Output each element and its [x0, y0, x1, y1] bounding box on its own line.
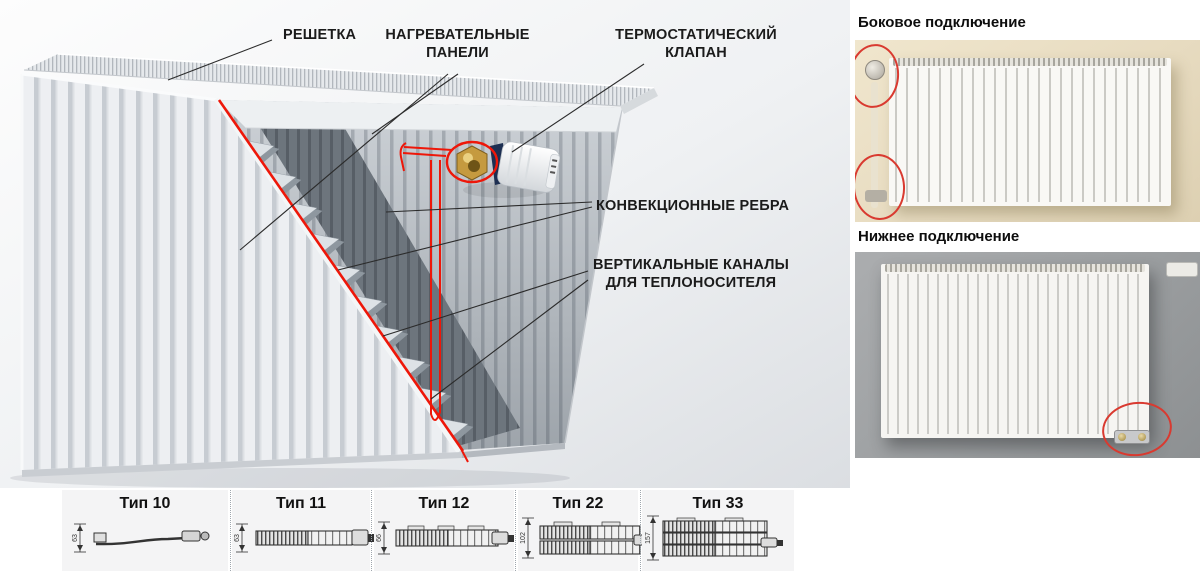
- type-title: Тип 12: [418, 495, 470, 512]
- side-pipe: [871, 82, 878, 208]
- type-panel-10: Тип 10 63: [62, 490, 228, 571]
- radiator-grille-strip: [893, 58, 1167, 66]
- side-connection-photo: [855, 40, 1200, 222]
- label-vertical-channels: ВЕРТИКАЛЬНЫЕ КАНАЛЫ ДЛЯ ТЕПЛОНОСИТЕЛЯ: [593, 257, 789, 291]
- type-panel-33: Тип 33 157: [642, 490, 794, 571]
- panel-separator: [640, 490, 641, 571]
- type-depth-label: 63: [234, 534, 241, 542]
- type-depth-label: 157: [645, 532, 652, 544]
- bottom-connection-fittings: [1114, 430, 1150, 444]
- bottom-connection-title: Нижнее подключение: [858, 228, 1020, 245]
- bottom-rim-back: [462, 443, 565, 458]
- cutaway-edge-tip: [458, 444, 469, 463]
- bottom-rim-front: [22, 452, 462, 477]
- label-convection-fins: КОНВЕКЦИОННЫЕ РЕБРА: [596, 198, 790, 214]
- radiator-grille-strip: [885, 264, 1145, 272]
- side-connection-title: Боковое подключение: [858, 14, 1026, 31]
- type-title: Тип 22: [552, 495, 604, 512]
- thermostat-head: [497, 141, 561, 193]
- radiator-types-strip: Тип 10 63 Тип 11 63: [0, 488, 850, 573]
- radiator-photo-side: [889, 58, 1171, 206]
- type-12-profile: 66: [376, 521, 514, 555]
- type-22-profile: 102: [520, 517, 658, 559]
- side-valve-knob: [865, 60, 885, 80]
- panel-separator: [230, 490, 231, 571]
- type-33-profile: 157: [645, 515, 783, 561]
- type-panel-22: Тип 22 102: [518, 490, 658, 571]
- type-title: Тип 33: [692, 495, 744, 512]
- type-11-profile: 63: [234, 523, 374, 553]
- label-thermostatic-valve: ТЕРМОСТАТИЧЕСКИЙ КЛАПАН: [615, 27, 777, 61]
- label-grille: РЕШЕТКА: [283, 27, 357, 43]
- radiator-ribs: [895, 68, 1165, 202]
- radiator-cutaway-illustration: [0, 0, 850, 490]
- type-depth-label: 102: [520, 532, 527, 544]
- type-title: Тип 10: [119, 495, 171, 512]
- radiator-photo-bottom: [881, 264, 1149, 438]
- type-10-profile: 63: [72, 523, 210, 553]
- type-depth-label: 66: [376, 534, 383, 542]
- radiator-cutaway-diagram: РЕШЕТКА НАГРЕВАТЕЛЬНЫЕ ПАНЕЛИ ТЕРМОСТАТИ…: [0, 0, 850, 490]
- side-return-elbow: [865, 190, 887, 202]
- type-depth-label: 63: [72, 534, 79, 542]
- type-title: Тип 11: [275, 495, 327, 512]
- type-panel-12: Тип 12 66: [374, 490, 514, 571]
- thermostatic-valve: [456, 141, 561, 198]
- radiator-ribs: [887, 274, 1143, 434]
- panel-separator: [371, 490, 372, 571]
- bottom-connection-photo: [855, 252, 1200, 458]
- label-heating-panels: НАГРЕВАТЕЛЬНЫЕ ПАНЕЛИ: [385, 27, 530, 61]
- type-panel-11: Тип 11 63: [232, 490, 374, 571]
- air-vent-valve: [1166, 262, 1198, 277]
- panel-separator: [515, 490, 516, 571]
